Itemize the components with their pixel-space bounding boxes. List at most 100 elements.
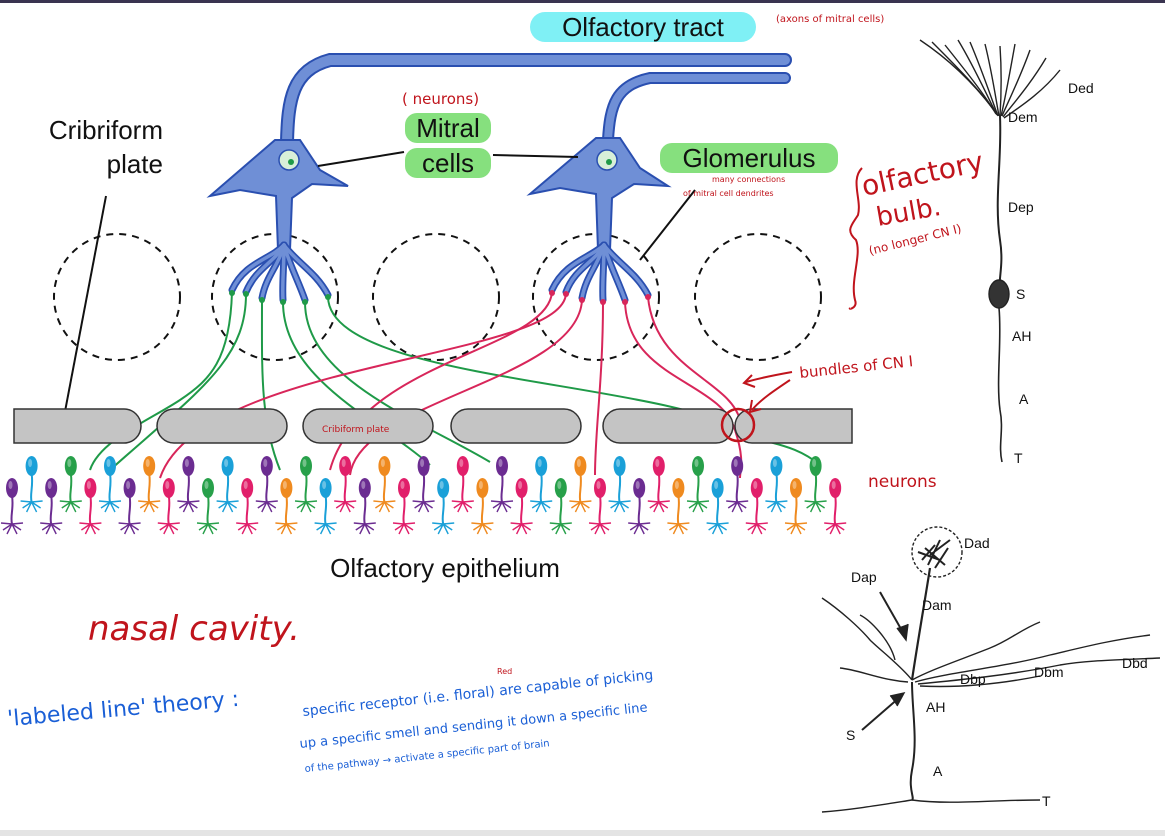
neuron-bottom-labels: Dad Dap Dam Dbp Dbm Dbd AH S A T xyxy=(846,535,1148,809)
olfactory-bulb-bracket xyxy=(848,167,863,310)
receptor-neuron xyxy=(0,478,24,535)
receptor-neuron xyxy=(236,478,259,535)
receptor-neuron xyxy=(745,478,768,535)
receptor-neuron xyxy=(373,456,396,513)
labeled-line-theory: 'labeled line' theory : Red specific rec… xyxy=(6,667,654,775)
receptor-neuron xyxy=(392,478,416,535)
receptor-neuron xyxy=(118,478,141,535)
neurons-side-note: neurons xyxy=(868,472,937,492)
label-dem: Dem xyxy=(1008,109,1038,125)
label-ah-top: AH xyxy=(1012,328,1031,344)
olfactory-tract-axons xyxy=(280,53,792,149)
neuron-sketch-bottom xyxy=(821,526,1161,813)
receptor-neuron xyxy=(275,478,298,535)
receptor-neuron xyxy=(608,456,631,513)
receptor-neuron xyxy=(412,456,435,513)
glomerulus-circle-5 xyxy=(694,233,822,361)
receptor-neuron xyxy=(334,456,357,513)
receptor-neuron xyxy=(686,456,710,513)
cn-i-bundle-circle xyxy=(720,407,756,443)
glomerulus-note-line2: of mitral cell dendrites xyxy=(683,189,774,198)
label-t-top: T xyxy=(1014,450,1023,466)
label-dad: Dad xyxy=(964,535,990,551)
label-dbd: Dbd xyxy=(1122,655,1148,671)
glomerulus-note-line1: many connections xyxy=(712,175,785,184)
receptor-neuron xyxy=(490,456,514,513)
neuron-top-labels: Ded Dem Dep S AH A T xyxy=(1008,80,1094,466)
label-a-top: A xyxy=(1019,391,1029,407)
receptor-neuron xyxy=(549,478,572,535)
label-dbm: Dbm xyxy=(1034,664,1064,680)
olfactory-tract-highlight xyxy=(530,12,756,42)
receptor-neuron xyxy=(765,456,788,513)
neurons-note: ( neurons) xyxy=(402,90,479,108)
olfactory-tract-label: Olfactory tract xyxy=(562,12,725,42)
receptor-neuron xyxy=(432,478,455,535)
bundles-arrow-1 xyxy=(742,371,793,388)
receptor-neuron xyxy=(647,456,670,513)
axons-note: (axons of mitral cells) xyxy=(776,14,884,25)
bundles-arrow-2 xyxy=(748,379,791,414)
receptor-neuron xyxy=(706,478,729,535)
neuron-sketch-top xyxy=(919,39,1061,463)
label-dap: Dap xyxy=(851,569,877,585)
label-dbp: Dbp xyxy=(960,671,986,687)
receptor-neuron xyxy=(157,478,180,535)
receptor-neuron xyxy=(79,478,102,535)
glomerulus-label: Glomerulus xyxy=(683,143,816,173)
glomerulus-highlight xyxy=(660,143,838,173)
glomerulus-terminals xyxy=(229,290,651,305)
receptor-neuron xyxy=(196,478,220,535)
receptor-neuron xyxy=(98,456,122,513)
receptor-neuron xyxy=(255,456,278,513)
receptor-neurons xyxy=(0,456,847,535)
glomerulus-circle-3 xyxy=(372,233,500,361)
bottom-border-bar xyxy=(0,830,1165,836)
receptor-neuron xyxy=(804,456,827,513)
theory-red-word: Red xyxy=(497,667,512,676)
mitral-highlight xyxy=(405,113,491,143)
receptor-neuron xyxy=(569,456,592,513)
receptor-neuron xyxy=(471,478,494,535)
receptor-neuron xyxy=(726,456,749,513)
receptor-neuron xyxy=(667,478,690,535)
receptor-neuron xyxy=(216,456,239,513)
mitral-cell-2 xyxy=(526,137,672,304)
glomerulus-circle-4 xyxy=(532,233,660,361)
label-s-top: S xyxy=(1016,286,1025,302)
receptor-neuron xyxy=(530,456,553,513)
receptor-neuron xyxy=(784,478,808,535)
receptor-neuron xyxy=(20,456,43,513)
receptor-neuron xyxy=(138,456,161,513)
label-s-bottom: S xyxy=(846,727,855,743)
cells-label: cells xyxy=(422,148,474,178)
label-a-bottom: A xyxy=(933,763,943,779)
label-t-bottom: T xyxy=(1042,793,1051,809)
receptor-neuron xyxy=(588,478,612,535)
green-axons xyxy=(89,291,821,471)
receptor-neuron xyxy=(40,478,63,535)
label-dep: Dep xyxy=(1008,199,1034,215)
label-ah-bottom: AH xyxy=(926,699,945,715)
glomerulus-circle-2 xyxy=(211,233,339,361)
receptor-neuron xyxy=(314,478,337,535)
mitral-cell-1 xyxy=(206,139,349,304)
cribriform-label-line1: Cribriform xyxy=(49,115,163,145)
glomerulus-circle-1 xyxy=(53,233,181,361)
receptor-neuron xyxy=(353,478,376,535)
top-border-bar xyxy=(0,0,1165,3)
receptor-neuron xyxy=(294,456,318,513)
label-dam: Dam xyxy=(922,597,952,613)
label-ded: Ded xyxy=(1068,80,1094,96)
bundles-note: bundles of CN I xyxy=(799,352,914,382)
cribriform-plate xyxy=(13,408,853,444)
cells-highlight xyxy=(405,148,491,178)
cribriform-label-line2: plate xyxy=(107,149,163,179)
receptor-neuron xyxy=(824,478,847,535)
theory-title: 'labeled line' theory : xyxy=(6,687,240,732)
red-axons xyxy=(159,291,743,479)
mitral-label: Mitral xyxy=(416,113,480,143)
leader-lines xyxy=(62,151,696,423)
receptor-neuron xyxy=(59,456,82,513)
